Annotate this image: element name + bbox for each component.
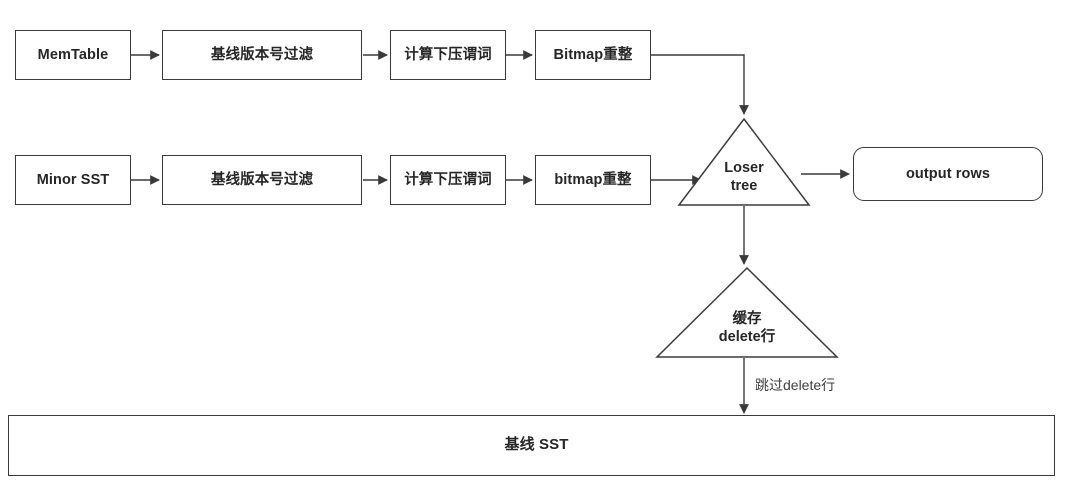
node-output-rows[interactable]: output rows — [853, 147, 1043, 201]
node-row1-bitmap[interactable]: Bitmap重整 — [535, 30, 651, 80]
node-loser-tree[interactable]: Loser tree — [677, 117, 811, 206]
node-output-rows-label: output rows — [905, 165, 991, 182]
node-row1-pushdown-label: 计算下压谓词 — [404, 46, 492, 63]
edge-bitmap-to-loser-tree — [651, 54, 749, 115]
node-row2-pushdown[interactable]: 计算下压谓词 — [390, 155, 506, 205]
node-loser-tree-label: Loser tree — [724, 160, 764, 194]
node-row1-version-filter-label: 基线版本号过滤 — [210, 46, 314, 63]
node-row1-bitmap-label: Bitmap重整 — [553, 46, 633, 63]
node-memtable-label: MemTable — [37, 46, 109, 63]
node-row2-bitmap-label: bitmap重整 — [554, 171, 632, 188]
node-minor-sst[interactable]: Minor SST — [15, 155, 131, 205]
triangle-shape — [677, 117, 811, 206]
node-row1-pushdown[interactable]: 计算下压谓词 — [390, 30, 506, 80]
node-cache-delete-label: 缓存 delete行 — [718, 311, 776, 345]
node-cache-delete[interactable]: 缓存 delete行 — [655, 266, 839, 358]
node-minor-sst-label: Minor SST — [36, 171, 110, 188]
triangle-shape — [655, 266, 839, 358]
node-baseline-sst[interactable]: 基线 SST — [8, 415, 1055, 476]
node-row2-bitmap[interactable]: bitmap重整 — [535, 155, 651, 205]
edge-label-skip-delete-rows: 跳过delete行 — [755, 377, 836, 393]
node-row2-version-filter[interactable]: 基线版本号过滤 — [162, 155, 362, 205]
node-baseline-sst-label: 基线 SST — [504, 436, 569, 454]
node-row2-pushdown-label: 计算下压谓词 — [404, 171, 492, 188]
node-memtable[interactable]: MemTable — [15, 30, 131, 80]
node-row2-version-filter-label: 基线版本号过滤 — [210, 171, 314, 188]
node-row1-version-filter[interactable]: 基线版本号过滤 — [162, 30, 362, 80]
